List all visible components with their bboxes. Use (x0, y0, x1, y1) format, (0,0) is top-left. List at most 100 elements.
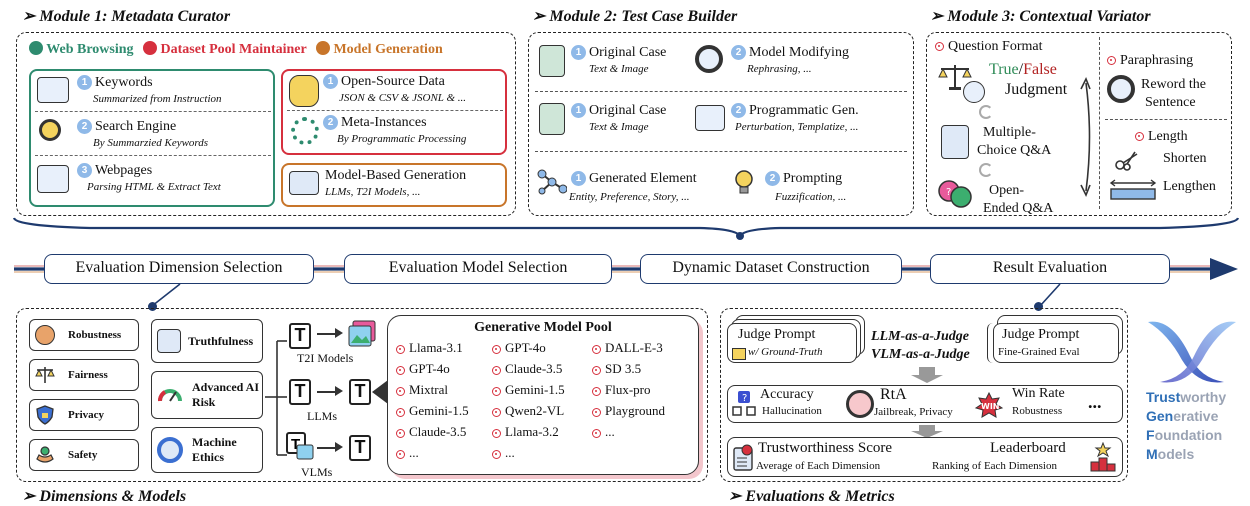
open-source-sub: JSON & CSV & JSONL & ... (339, 92, 467, 104)
question-format-label: Question Format (935, 39, 1043, 55)
down-arrow-icon (911, 375, 943, 383)
model-pool-item-label: ... (605, 424, 615, 439)
model-pool-item: Mixtral (396, 382, 448, 398)
score-box: Trustworthiness Score Average of Each Di… (727, 437, 1123, 477)
bullet-icon (492, 386, 501, 396)
metrics-box: ? Accuracy Hallucination RtA Jailbreak, … (727, 385, 1123, 423)
bullet-icon (492, 407, 501, 417)
reword-line2: Sentence (1145, 95, 1196, 110)
bullet-icon (592, 344, 601, 354)
svg-text:WIN: WIN (981, 402, 1000, 411)
model-pool-item: Gemini-1.5 (492, 382, 565, 398)
win-badge-icon: WIN (974, 391, 1004, 418)
model-generation-box: Model-Based Generation LLMs, T2I Models,… (281, 163, 507, 207)
model-pool-item-label: Mixtral (409, 382, 448, 397)
model-gen-sub: LLMs, T2I Models, ... (325, 186, 421, 198)
paraphrasing-label: Paraphrasing (1107, 53, 1193, 69)
keywords-sub: Summarized from Instruction (93, 93, 222, 105)
model-pool-item-label: Gemini-1.5 (505, 382, 565, 397)
m2-row3-b-sub: Fuzzification, ... (775, 191, 847, 203)
scale-icon (937, 61, 973, 91)
trustworthiness-score-sub: Average of Each Dimension (756, 460, 881, 472)
arrow-head (1210, 258, 1238, 280)
module1-panel: Web Browsing Dataset Pool Maintainer Mod… (16, 32, 516, 216)
svg-text:?: ? (946, 187, 951, 198)
bullet-icon (592, 407, 601, 417)
document-icon (539, 45, 565, 77)
bullet-icon (592, 365, 601, 375)
connector-dot (148, 302, 157, 311)
module1-title: ➢ Module 1: Metadata Curator (22, 8, 231, 25)
model-pool-item-label: Playground (605, 403, 665, 418)
lightbulb-icon (733, 169, 755, 195)
gavel-icon (732, 348, 746, 360)
length-label: Length (1135, 129, 1188, 145)
bullet-icon (396, 386, 405, 396)
hands-icon (35, 445, 55, 465)
bullet-icon (396, 344, 405, 354)
search-engine-sub: By Summarzied Keywords (93, 137, 209, 149)
module1-legend: Web Browsing Dataset Pool Maintainer Mod… (29, 41, 443, 58)
pipeline-step-3: Dynamic Dataset Construction (640, 254, 902, 284)
mc-line1: Multiple- (983, 125, 1036, 140)
model-pool-item-label: DALL-E-3 (605, 340, 663, 355)
dim-safety: Safety (29, 439, 139, 471)
metric-win-rate-sub: Robustness (1012, 405, 1063, 417)
bullet-icon (492, 365, 501, 375)
model-pool-item: Flux-pro (592, 382, 651, 398)
shorten-label: Shorten (1163, 151, 1207, 166)
logo-text: Trustworthy Generative Foundation Models (1146, 389, 1227, 462)
m2-row2-a-sub: Text & Image (589, 121, 649, 133)
search-icon (39, 119, 61, 141)
true-false-label: True/False (989, 61, 1057, 78)
judge-prompt-2: Judge Prompt Fine-Grained Eval (993, 323, 1119, 363)
model-pool-item: Llama-3.2 (492, 424, 559, 440)
model-pool-item: DALL-E-3 (592, 340, 663, 356)
refresh-icon (979, 163, 993, 177)
model-pool-item: ... (592, 424, 615, 440)
model-pool-item: ... (396, 445, 419, 461)
connector-dot (736, 232, 744, 240)
m2-row1-b-sub: Rephrasing, ... (747, 63, 812, 75)
arrow-right-icon (335, 442, 343, 452)
gauge-icon (157, 383, 183, 409)
gear-icon (695, 45, 723, 73)
model-pool-item: GPT-4o (492, 340, 546, 356)
shield-icon (35, 405, 55, 425)
text-icon: T (289, 323, 311, 349)
legend-pool: Dataset Pool Maintainer (160, 42, 307, 57)
legend-web: Web Browsing (46, 42, 134, 57)
model-pool-item: Gemini-1.5 (396, 403, 469, 419)
curly-brace (12, 217, 1240, 239)
model-pool-item: ... (492, 445, 515, 461)
judgment-label: Judgment (1005, 81, 1068, 98)
scissors-icon (1115, 151, 1139, 171)
trustworthiness-score: Trustworthiness Score (758, 440, 893, 456)
down-arrow-icon (911, 431, 943, 438)
legend-dot-web (29, 41, 43, 55)
monitor-icon (289, 171, 319, 195)
bullet-icon (396, 407, 405, 417)
accuracy-icon: ? (732, 390, 756, 418)
bidirectional-arrow-icon (1079, 77, 1091, 197)
pipeline-step-4: Result Evaluation (930, 254, 1170, 284)
arrow-right-icon (335, 328, 343, 338)
leaderboard-sub: Ranking of Each Dimension (932, 460, 1057, 472)
model-pool-item: Llama-3.1 (396, 340, 463, 356)
model-pool-item-label: ... (505, 445, 515, 460)
judge-prompt-1-title: Judge Prompt (738, 327, 816, 342)
legend-dot-gen (315, 41, 330, 55)
model-pool-item: GPT-4o (396, 361, 450, 377)
evaluations-footer: ➢ Evaluations & Metrics (728, 488, 895, 505)
dim-advanced-ai-risk: Advanced AI Risk (151, 371, 263, 419)
metric-win-rate: Win Rate (1012, 386, 1065, 401)
checklist-icon (941, 125, 969, 159)
